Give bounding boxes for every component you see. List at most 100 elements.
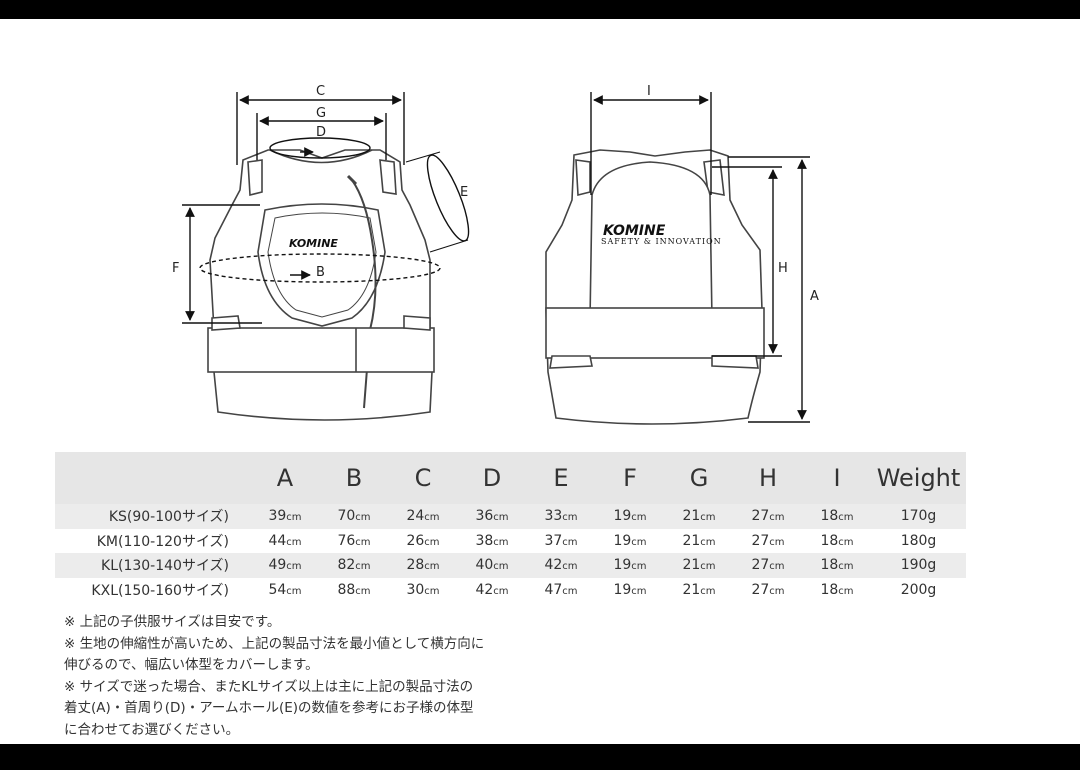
measurement-cell: 27cm	[733, 504, 803, 529]
dim-label-h: H	[778, 261, 788, 276]
back-vest-illustration	[545, 149, 765, 425]
measurement-value: 33	[544, 508, 563, 525]
measurement-value: 42	[544, 557, 563, 574]
measurement-cell: 82cm	[319, 553, 389, 578]
measurement-value: 54	[268, 581, 287, 598]
measurement-cell: 21cm	[665, 578, 733, 603]
measurement-value: 19	[613, 581, 632, 598]
measurement-value: 21	[682, 532, 701, 549]
note-line: ※ サイズで迷った場合、またKLサイズ以上は主に上記の製品寸法の	[64, 678, 474, 695]
size-label-cell: KM(110-120サイズ)	[96, 533, 229, 550]
measurement-unit: cm	[493, 536, 509, 548]
measurement-value: 26	[406, 532, 425, 549]
measurement-unit: cm	[700, 585, 716, 597]
front-logo: KOMINE	[289, 237, 338, 250]
measurement-unit: cm	[769, 585, 785, 597]
header-cell: C	[389, 452, 457, 504]
top-border	[0, 0, 1080, 19]
measurement-cell: 21cm	[665, 529, 733, 554]
header-cell: A	[251, 452, 319, 504]
measurement-cell: 70cm	[319, 504, 389, 529]
dim-label-g: G	[316, 106, 326, 121]
measurement-cell: 49cm	[251, 553, 319, 578]
measurement-cell: 21cm	[665, 504, 733, 529]
measurement-cell: 24cm	[389, 504, 457, 529]
measurement-value: 47	[544, 581, 563, 598]
measurement-cell: 19cm	[595, 504, 665, 529]
measurement-value: 28	[406, 557, 425, 574]
measurement-cell: 42cm	[457, 578, 527, 603]
measurement-unit: cm	[286, 536, 302, 548]
front-vest-illustration	[207, 149, 435, 421]
measurement-cell: 47cm	[527, 578, 595, 603]
measurement-unit: cm	[838, 536, 854, 548]
measurement-unit: cm	[562, 512, 578, 524]
measurement-cell: 39cm	[251, 504, 319, 529]
measurement-unit: cm	[493, 561, 509, 573]
dim-label-f: F	[172, 261, 179, 276]
size-notes: ※ 上記の子供服サイズは目安です。 ※ 生地の伸縮性が高いため、上記の製品寸法を…	[64, 612, 624, 741]
size-label-cell: KS(90-100サイズ)	[55, 504, 251, 529]
size-chart-table: A B C D E F G H I Weight KS(90-100サイズ)39…	[55, 452, 966, 602]
measurement-unit: cm	[286, 585, 302, 597]
measurement-cell: 19cm	[595, 553, 665, 578]
measurement-value: 24	[406, 508, 425, 525]
measurement-unit: cm	[424, 512, 440, 524]
measurement-unit: cm	[355, 512, 371, 524]
measurement-value: 39	[268, 508, 287, 525]
weight-cell: 170g	[871, 504, 966, 529]
measurement-value: 38	[475, 532, 494, 549]
header-cell: G	[665, 452, 733, 504]
measurement-unit: cm	[424, 536, 440, 548]
measurement-unit: cm	[631, 561, 647, 573]
measurement-unit: cm	[700, 561, 716, 573]
weight-cell: 190g	[871, 553, 966, 578]
measurement-cell: 18cm	[803, 529, 871, 554]
dim-label-d: D	[316, 125, 326, 140]
measurement-value: 27	[751, 581, 770, 598]
size-label-cell: KXL(150-160サイズ)	[91, 582, 229, 599]
measurement-unit: cm	[424, 561, 440, 573]
measurement-cell: 40cm	[457, 553, 527, 578]
header-cell: F	[595, 452, 665, 504]
measurement-value: 44	[268, 532, 287, 549]
measurement-unit: cm	[631, 512, 647, 524]
table-header-row: A B C D E F G H I Weight	[55, 452, 966, 504]
header-cell: D	[457, 452, 527, 504]
measurement-value: 18	[820, 581, 839, 598]
measurement-unit: cm	[769, 561, 785, 573]
measurement-value: 40	[475, 557, 494, 574]
measurement-cell: 27cm	[733, 553, 803, 578]
measurement-value: 30	[406, 581, 425, 598]
measurement-value: 36	[475, 508, 494, 525]
measurement-cell: 54cm	[251, 578, 319, 603]
measurement-cell: 27cm	[733, 578, 803, 603]
dim-label-i: I	[647, 84, 651, 99]
measurement-value: 19	[613, 532, 632, 549]
measurement-value: 21	[682, 581, 701, 598]
dim-label-e: E	[460, 185, 468, 200]
measurement-unit: cm	[631, 536, 647, 548]
dim-label-c: C	[316, 84, 325, 99]
measurement-unit: cm	[286, 561, 302, 573]
note-line: に合わせてお選びください。	[64, 721, 240, 738]
measurement-unit: cm	[286, 512, 302, 524]
measurement-unit: cm	[838, 585, 854, 597]
measurement-cell: 42cm	[527, 553, 595, 578]
measurement-unit: cm	[769, 512, 785, 524]
weight-cell: 180g	[900, 532, 937, 549]
dim-label-a: A	[810, 289, 819, 304]
measurement-unit: cm	[355, 585, 371, 597]
measurement-unit: cm	[769, 536, 785, 548]
measurement-value: 88	[337, 581, 356, 598]
measurement-value: 19	[613, 557, 632, 574]
measurement-value: 27	[751, 532, 770, 549]
measurement-cell: 44cm	[251, 529, 319, 554]
header-cell	[55, 452, 251, 504]
measurement-cell: 38cm	[457, 529, 527, 554]
measurement-value: 18	[820, 532, 839, 549]
measurement-cell: 19cm	[595, 578, 665, 603]
